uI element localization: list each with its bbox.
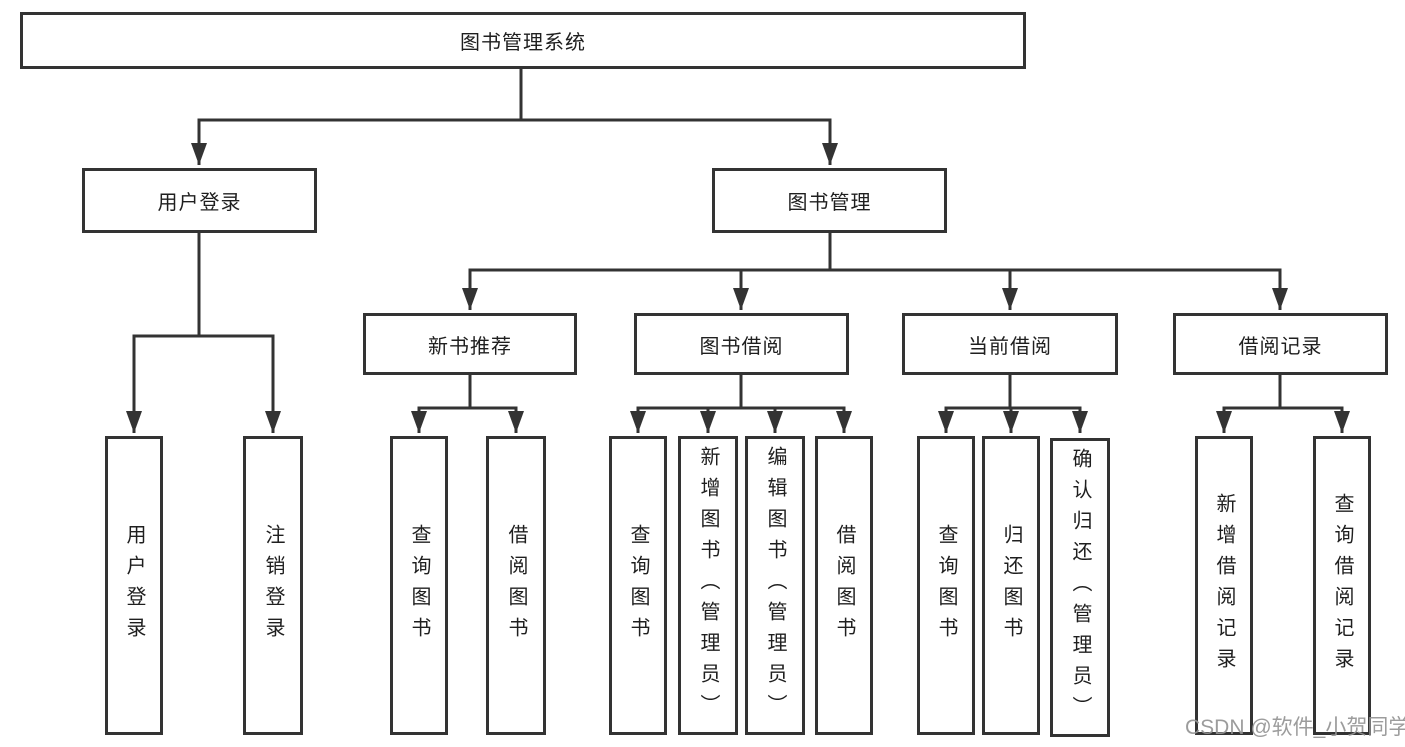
- leaf-logout-label: 注销登录: [262, 523, 284, 648]
- leaf-edit-book-admin-label: 编辑图书（管理员）: [764, 446, 786, 725]
- leaf-recommend-query-books: 查询图书: [390, 436, 448, 735]
- node-user-login: 用户登录: [82, 168, 317, 233]
- csdn-watermark: CSDN @软件_小贺同学: [1185, 716, 1405, 739]
- leaf-query-borrow-record-label: 查询借阅记录: [1331, 492, 1353, 679]
- node-root-label: 图书管理系统: [460, 32, 586, 54]
- leaf-recommend-borrow-books-label: 借阅图书: [505, 523, 527, 648]
- node-book-borrowing: 图书借阅: [634, 313, 849, 375]
- leaf-return-books-label: 归还图书: [1000, 523, 1022, 648]
- leaf-user-login-label: 用户登录: [123, 523, 145, 648]
- leaf-confirm-return-admin: 确认归还（管理员）: [1050, 438, 1110, 737]
- leaf-borrowing-query-books-label: 查询图书: [627, 523, 649, 648]
- leaf-add-borrow-record-label: 新增借阅记录: [1213, 492, 1235, 679]
- node-borrow-records-label: 借阅记录: [1238, 335, 1323, 358]
- node-current-borrowing-label: 当前借阅: [968, 335, 1052, 358]
- node-new-book-recommend-label: 新书推荐: [428, 335, 512, 358]
- node-book-management: 图书管理: [712, 168, 947, 233]
- leaf-edit-book-admin: 编辑图书（管理员）: [745, 436, 805, 735]
- leaf-user-login: 用户登录: [105, 436, 163, 735]
- leaf-current-query-books: 查询图书: [917, 436, 975, 735]
- connector-lines: [126, 68, 1350, 433]
- leaf-add-book-admin-label: 新增图书（管理员）: [697, 446, 719, 725]
- leaf-add-book-admin: 新增图书（管理员）: [678, 436, 738, 735]
- leaf-query-borrow-record: 查询借阅记录: [1313, 436, 1371, 735]
- leaf-borrowing-query-books: 查询图书: [609, 436, 667, 735]
- leaf-borrowing-borrow-books: 借阅图书: [815, 436, 873, 735]
- node-borrow-records: 借阅记录: [1173, 313, 1388, 375]
- node-book-borrowing-label: 图书借阅: [699, 335, 784, 358]
- leaf-recommend-query-books-label: 查询图书: [408, 523, 430, 648]
- leaf-recommend-borrow-books: 借阅图书: [486, 436, 546, 735]
- leaf-add-borrow-record: 新增借阅记录: [1195, 436, 1253, 735]
- leaf-current-query-books-label: 查询图书: [935, 523, 957, 648]
- node-root: 图书管理系统: [20, 12, 1026, 69]
- leaf-borrowing-borrow-books-label: 借阅图书: [833, 523, 855, 648]
- node-new-book-recommend: 新书推荐: [363, 313, 577, 375]
- leaf-confirm-return-admin-label: 确认归还（管理员）: [1069, 448, 1091, 727]
- node-current-borrowing: 当前借阅: [902, 313, 1118, 375]
- node-user-login-label: 用户登录: [157, 192, 242, 214]
- leaf-logout: 注销登录: [243, 436, 303, 735]
- leaf-return-books: 归还图书: [982, 436, 1040, 735]
- node-book-management-label: 图书管理: [787, 192, 872, 214]
